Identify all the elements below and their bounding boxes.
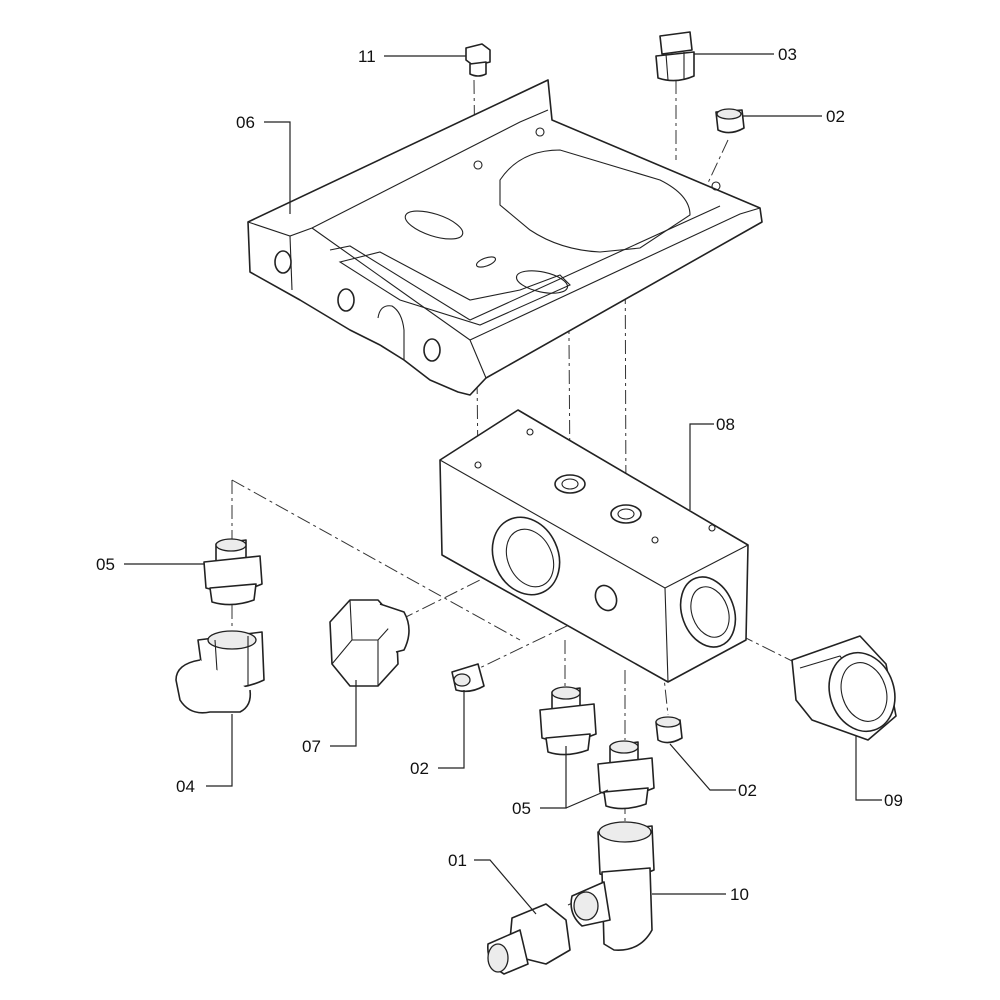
bracket-slot-2 [515, 270, 569, 294]
bracket-slot-1 [404, 210, 464, 240]
callout-09: 09 [884, 791, 903, 810]
block-port-top-a [554, 474, 586, 494]
block-front-port-small [594, 584, 618, 612]
tee-body [601, 867, 653, 951]
callout-11: 11 [358, 47, 376, 66]
plug-02-top-cap [716, 108, 742, 120]
block-hole-2 [474, 461, 482, 469]
plug-03-top [659, 31, 693, 55]
callout-labels: 11 03 02 06 08 05 04 07 02 05 02 09 01 1… [96, 45, 903, 904]
elbow-body [175, 659, 252, 714]
bolt-head [465, 43, 491, 67]
plug-02-top [715, 108, 745, 134]
fitting-09-bore [840, 662, 888, 722]
block-vertical-edge [664, 587, 669, 683]
fitting-05-left-thread [209, 583, 257, 606]
fitting-05-left [203, 538, 263, 606]
bolt-11 [465, 43, 491, 77]
block-hole-1 [526, 428, 534, 436]
bracket-outline [247, 79, 763, 396]
bolt-shank [469, 61, 487, 77]
plug-02-mid [451, 663, 485, 693]
plug-02-low-cap [655, 716, 681, 728]
bracket-side-hole-1 [274, 250, 292, 274]
centerline-port-b [624, 214, 627, 511]
leader-08 [689, 423, 714, 510]
block-outline [439, 409, 749, 683]
leader-07 [330, 680, 357, 747]
block-hole-3 [651, 536, 659, 544]
fitting-05a [539, 686, 597, 756]
block-port-top-a-inner [561, 478, 579, 490]
callout-05-left: 05 [96, 555, 115, 574]
leader-06 [264, 121, 291, 214]
fitting-05a-cap [551, 686, 581, 700]
callout-02-top: 02 [826, 107, 845, 126]
block-front-port-large-inner [505, 528, 555, 588]
block-port-top-b-inner [617, 508, 635, 520]
callout-05-bottom: 05 [512, 799, 531, 818]
leader-01 [474, 859, 537, 915]
fitting-05b-thread [603, 787, 649, 810]
plug-02-mid-cap [453, 673, 471, 687]
bracket-cutout-large [499, 149, 691, 253]
bracket-inner-edge [329, 205, 721, 321]
callout-06: 06 [236, 113, 255, 132]
bracket-cutout-long [338, 251, 571, 326]
plug-02-low [655, 716, 683, 744]
centerline-port-a [567, 194, 571, 481]
leader-02b [438, 690, 465, 769]
leader-02c [669, 743, 736, 791]
fitting-05b [597, 740, 655, 810]
plug-03-facets [665, 52, 685, 81]
callout-02-mid: 02 [410, 759, 429, 778]
plug-03 [655, 31, 695, 82]
leader-04 [206, 714, 233, 787]
fitting-05-left-cap [215, 538, 247, 552]
callout-08: 08 [716, 415, 735, 434]
bracket-slot-small [475, 256, 497, 268]
bracket-hole-right [711, 181, 721, 191]
leader-05b-2 [565, 789, 609, 809]
bracket-side-hole-3 [423, 338, 441, 362]
callout-03: 03 [778, 45, 797, 64]
bracket-06 [247, 79, 763, 396]
block-end-port-inner [690, 586, 730, 638]
elbow-04 [175, 630, 265, 714]
plug-07 [329, 599, 410, 687]
plug-07-thread [379, 603, 410, 653]
block-hole-4 [708, 524, 716, 532]
centerline-side-diagonal [231, 479, 521, 641]
leader-lines [124, 53, 882, 915]
tee-10 [570, 821, 655, 951]
centerline-fitting-09 [739, 634, 801, 666]
tee-nut-face [598, 821, 652, 843]
bracket-hole-mid [473, 160, 483, 170]
block-end-port [679, 576, 737, 648]
callout-07: 07 [302, 737, 321, 756]
elbow-nut-face [207, 630, 257, 650]
plug-03-hex [655, 51, 695, 82]
plug-07-hex [329, 599, 399, 687]
callout-10: 10 [730, 885, 749, 904]
bracket-hole-top [535, 127, 545, 137]
callout-01: 01 [448, 851, 467, 870]
fitting-05b-cap [609, 740, 639, 754]
block-port-top-b [610, 504, 642, 524]
bracket-right-flange [469, 207, 761, 341]
block-front-port-large [491, 516, 561, 596]
callout-02-low: 02 [738, 781, 757, 800]
bracket-notch [377, 305, 405, 360]
fitting-09 [791, 635, 897, 741]
fitting-01 [487, 903, 571, 975]
bracket-side-hole-2 [337, 288, 355, 312]
leader-09 [855, 736, 882, 801]
callout-04: 04 [176, 777, 195, 796]
fitting-01-face [487, 943, 509, 973]
manifold-block-08 [439, 409, 749, 683]
tee-branch-face [573, 891, 599, 921]
fitting-05a-thread [545, 733, 591, 756]
